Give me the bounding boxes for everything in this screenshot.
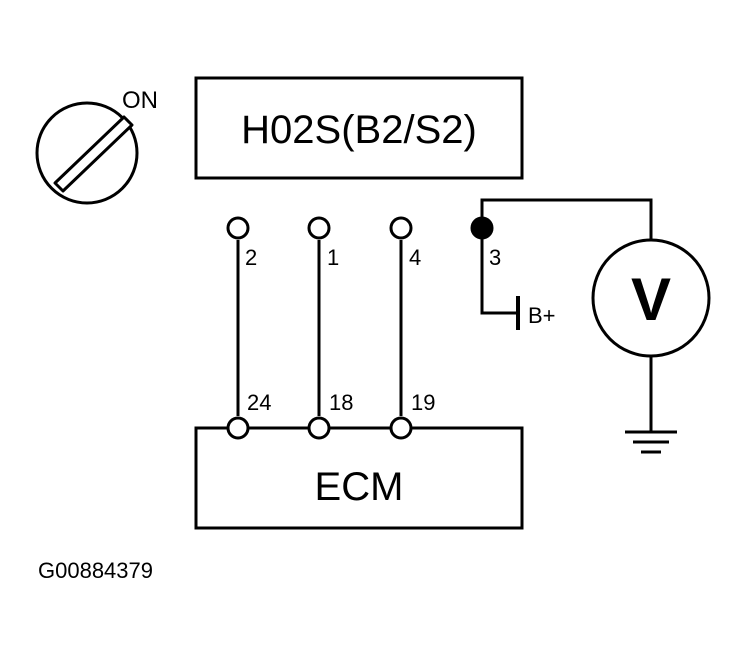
sensor-box bbox=[194, 76, 524, 180]
ecm-pin-label: 18 bbox=[329, 390, 353, 415]
ecm-pin-label: 19 bbox=[411, 390, 435, 415]
ecm-pin-18 bbox=[307, 416, 331, 440]
sensor-pin-label: 4 bbox=[409, 245, 421, 270]
sensor-pin-1 bbox=[307, 216, 331, 240]
sensor-pin-label: 1 bbox=[327, 245, 339, 270]
ground-icon bbox=[625, 430, 677, 454]
wire-3-supply bbox=[480, 228, 517, 315]
ignition-key-icon bbox=[35, 101, 139, 205]
wire-3-voltmeter bbox=[480, 198, 653, 240]
sensor-label: H02S(B2/S2) bbox=[241, 108, 477, 152]
supply-label: B+ bbox=[528, 303, 556, 328]
figure-id: G00884379 bbox=[38, 558, 153, 583]
sensor-pin-3 bbox=[470, 216, 494, 240]
voltmeter-icon bbox=[591, 238, 711, 358]
ecm-pin-24 bbox=[226, 416, 250, 440]
voltmeter-label: V bbox=[631, 266, 671, 333]
ignition-state-label: ON bbox=[122, 87, 158, 114]
ecm-pin-19 bbox=[389, 416, 413, 440]
sensor-pin-2 bbox=[226, 216, 250, 240]
sensor-pin-label: 3 bbox=[489, 245, 501, 270]
sensor-pin-4 bbox=[389, 216, 413, 240]
ecm-box bbox=[194, 426, 524, 530]
sensor-pin-label: 2 bbox=[245, 245, 257, 270]
ecm-label: ECM bbox=[315, 465, 404, 509]
ecm-pin-label: 24 bbox=[247, 390, 271, 415]
